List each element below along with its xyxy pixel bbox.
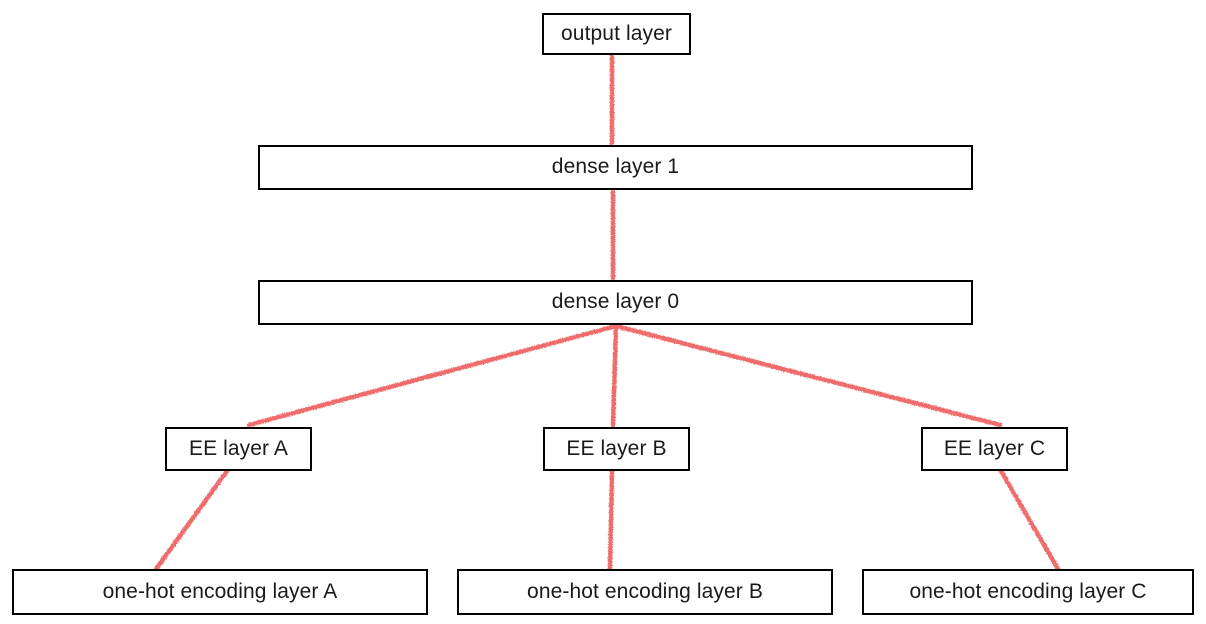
node-onehot-encoding-layer-c-label: one-hot encoding layer C bbox=[909, 579, 1147, 603]
node-ee-layer-a-label: EE layer A bbox=[188, 436, 289, 460]
node-output-layer[interactable]: output layer bbox=[542, 13, 691, 55]
edge-onehot-b-to-ee-b bbox=[607, 468, 615, 572]
edge-ee-c-to-dense-0 bbox=[613, 323, 1003, 428]
edge-ee-b-to-dense-0 bbox=[610, 323, 619, 428]
node-output-layer-label: output layer bbox=[561, 21, 672, 45]
edge-onehot-c-to-ee-c bbox=[998, 468, 1061, 572]
node-ee-layer-b[interactable]: EE layer B bbox=[543, 427, 690, 471]
node-dense-layer-1[interactable]: dense layer 1 bbox=[258, 145, 973, 190]
edge-onehot-a-to-ee-a bbox=[153, 468, 230, 572]
node-dense-layer-1-label: dense layer 1 bbox=[551, 155, 680, 178]
node-onehot-encoding-layer-c[interactable]: one-hot encoding layer C bbox=[862, 569, 1194, 615]
node-onehot-encoding-layer-b-label: one-hot encoding layer B bbox=[527, 579, 763, 603]
node-onehot-encoding-layer-b[interactable]: one-hot encoding layer B bbox=[457, 569, 833, 615]
node-dense-layer-0-label: dense layer 0 bbox=[551, 290, 680, 313]
node-ee-layer-a[interactable]: EE layer A bbox=[165, 427, 312, 471]
node-dense-layer-0[interactable]: dense layer 0 bbox=[258, 280, 973, 325]
edge-ee-a-to-dense-0 bbox=[246, 323, 619, 428]
node-onehot-encoding-layer-a-label: one-hot encoding layer A bbox=[102, 579, 338, 603]
node-ee-layer-c-label: EE layer C bbox=[943, 436, 1046, 460]
node-onehot-encoding-layer-a[interactable]: one-hot encoding layer A bbox=[12, 569, 428, 615]
node-ee-layer-c[interactable]: EE layer C bbox=[921, 427, 1068, 471]
node-ee-layer-b-label: EE layer B bbox=[566, 436, 667, 460]
